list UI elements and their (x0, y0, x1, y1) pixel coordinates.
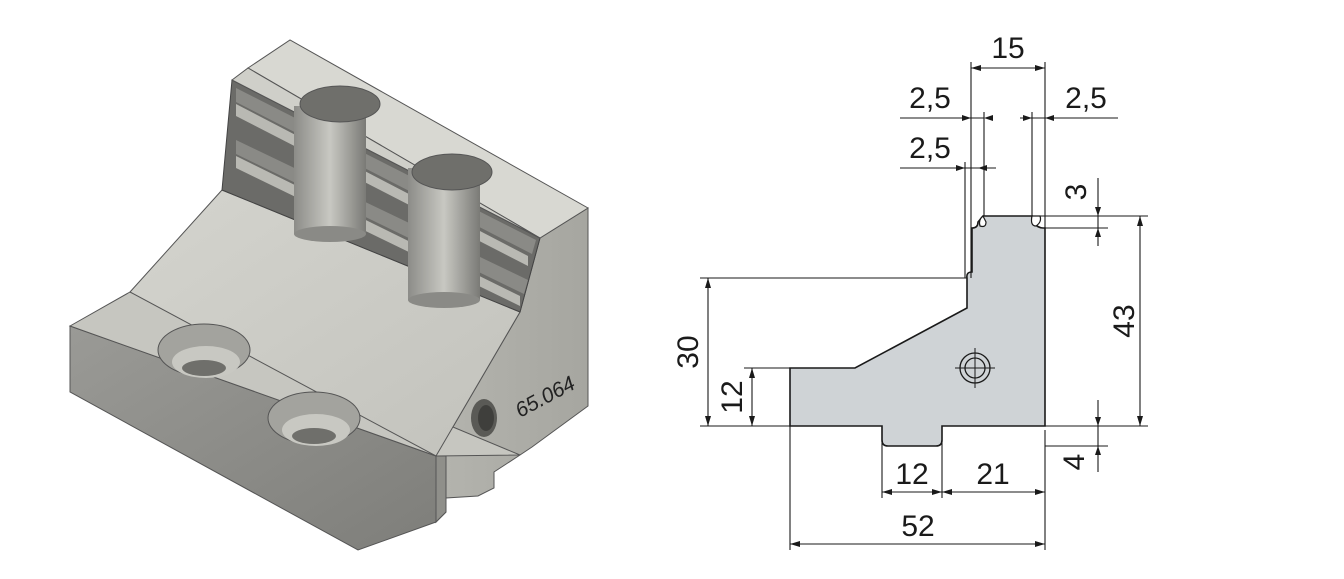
upper-bore-1 (294, 85, 381, 242)
dim-4: 4 (1045, 400, 1108, 472)
dim-2-5-left-label: 2,5 (909, 82, 951, 115)
dim-12-bottom-label: 12 (895, 458, 928, 491)
isometric-view: 65.064 (68, 39, 589, 551)
dim-15-label: 15 (991, 32, 1024, 65)
thread-center-mark (955, 348, 995, 388)
dim-4-label: 4 (1058, 454, 1091, 471)
dim-3-label: 3 (1060, 184, 1093, 201)
dim-15: 15 (970, 32, 1046, 278)
dim-21-bottom-label: 21 (976, 458, 1009, 491)
dim-30: 30 (672, 277, 967, 427)
counterbore-hole-2 (267, 391, 361, 446)
dim-12-height: 12 (716, 367, 790, 426)
dim-30-label: 30 (672, 335, 705, 368)
dim-2-5-inner-label: 2,5 (909, 132, 951, 165)
counterbore-hole-1 (157, 323, 251, 378)
dim-52-label: 52 (901, 510, 934, 543)
threaded-side-hole (471, 399, 497, 437)
dim-12-height-label: 12 (716, 380, 749, 413)
dim-12-21-bottom: 12 21 (881, 430, 1046, 550)
dim-2-5-left: 2,5 (900, 82, 993, 216)
upper-bore-2 (408, 153, 493, 308)
dim-43: 43 (1045, 216, 1148, 427)
dim-3: 3 (1040, 178, 1148, 246)
dim-2-5-right-label: 2,5 (1065, 82, 1107, 115)
dim-2-5-inner: 2,5 (900, 132, 996, 278)
dim-52: 52 (789, 426, 1045, 550)
profile-view: 15 2,5 2,5 2,5 (672, 32, 1148, 550)
profile-shape (789, 215, 1046, 447)
dim-2-5-right: 2,5 (1020, 82, 1118, 216)
dim-43-label: 43 (1108, 304, 1141, 337)
